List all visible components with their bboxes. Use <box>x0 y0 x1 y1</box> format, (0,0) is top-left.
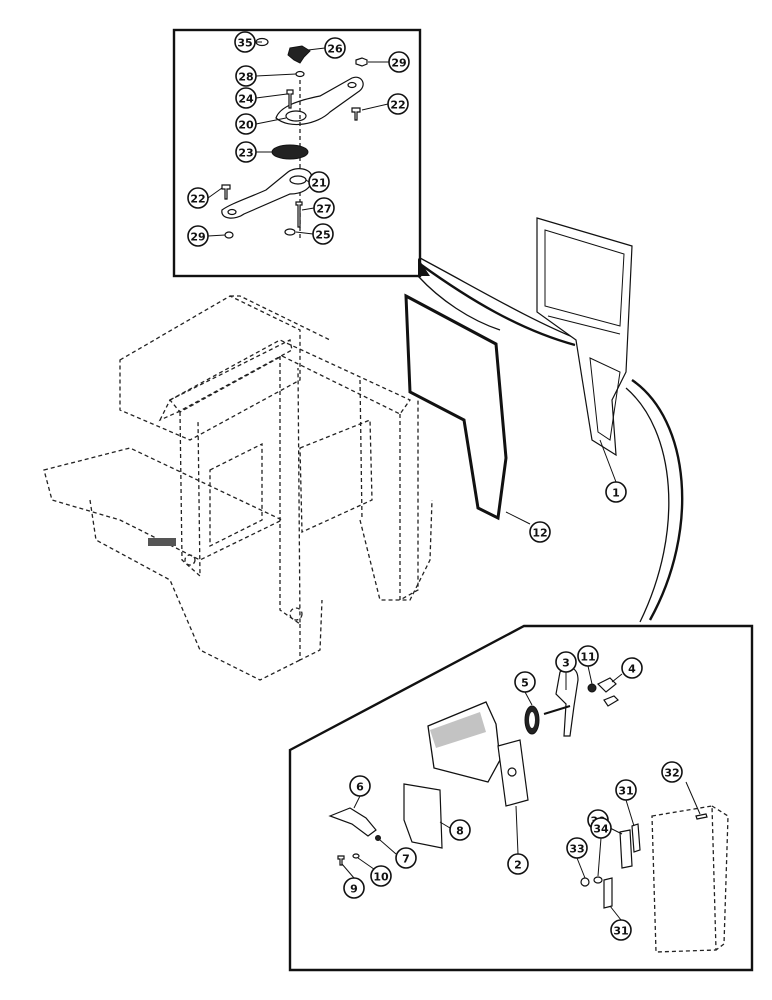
svg-text:4: 4 <box>628 663 636 676</box>
knob-icon <box>287 45 311 64</box>
svg-text:31: 31 <box>613 925 628 938</box>
callout-layer: 35 26 29 28 24 22 20 23 21 22 27 29 25 1… <box>187 31 701 941</box>
svg-text:6: 6 <box>356 781 364 794</box>
callout-25: 25 <box>312 223 334 245</box>
svg-text:5: 5 <box>521 677 529 690</box>
latch-detail-inset <box>288 624 754 972</box>
lower-leader-curves <box>625 379 684 623</box>
callout-29-upper: 29 <box>388 51 410 73</box>
callout-27: 27 <box>313 197 335 219</box>
callout-29-lower: 29 <box>187 225 209 247</box>
callout-12: 12 <box>529 521 551 543</box>
callout-8: 8 <box>449 819 471 841</box>
callout-5: 5 <box>514 671 536 693</box>
callout-26: 26 <box>324 37 346 59</box>
callout-34: 34 <box>590 817 612 839</box>
callout-35: 35 <box>234 31 256 53</box>
callout-4: 4 <box>621 657 643 679</box>
callout-31-upper: 31 <box>615 779 637 801</box>
svg-text:1: 1 <box>612 487 620 500</box>
callout-7: 7 <box>395 847 417 869</box>
callout-23: 23 <box>235 141 257 163</box>
svg-text:26: 26 <box>327 43 343 56</box>
svg-text:22: 22 <box>390 99 405 112</box>
svg-text:33: 33 <box>569 843 584 856</box>
callout-28: 28 <box>235 65 257 87</box>
callout-33: 33 <box>566 837 588 859</box>
svg-text:8: 8 <box>456 825 464 838</box>
svg-text:12: 12 <box>532 527 547 540</box>
svg-text:9: 9 <box>350 883 358 896</box>
callout-6: 6 <box>349 775 371 797</box>
svg-text:20: 20 <box>238 119 254 132</box>
callout-31-lower: 31 <box>610 919 632 941</box>
svg-text:32: 32 <box>664 767 679 780</box>
callout-21: 21 <box>308 171 330 193</box>
svg-text:31: 31 <box>618 785 633 798</box>
svg-text:35: 35 <box>237 37 252 50</box>
callout-20: 20 <box>235 113 257 135</box>
svg-text:34: 34 <box>593 823 609 836</box>
svg-text:29: 29 <box>190 231 205 244</box>
callout-2: 2 <box>507 853 529 875</box>
callout-11: 11 <box>577 645 599 667</box>
svg-text:3: 3 <box>562 657 570 670</box>
svg-text:11: 11 <box>580 651 595 664</box>
door-assembly <box>536 217 633 457</box>
svg-text:24: 24 <box>238 93 254 106</box>
svg-text:10: 10 <box>373 871 389 884</box>
callout-22-upper: 22 <box>387 93 409 115</box>
svg-text:22: 22 <box>190 193 205 206</box>
tractor-cab-outline <box>43 295 433 681</box>
callout-10: 10 <box>370 865 392 887</box>
callout-32: 32 <box>661 761 683 783</box>
callout-22-lower: 22 <box>187 187 209 209</box>
window-glass <box>404 293 508 521</box>
svg-text:25: 25 <box>315 229 330 242</box>
svg-text:2: 2 <box>514 859 522 872</box>
inset-leader-curves <box>417 257 581 347</box>
svg-text:27: 27 <box>316 203 331 216</box>
callout-3: 3 <box>555 651 577 673</box>
svg-text:23: 23 <box>238 147 253 160</box>
hinge-detail-inset <box>172 28 422 278</box>
callout-1: 1 <box>605 481 627 503</box>
callout-9: 9 <box>343 877 365 899</box>
svg-text:21: 21 <box>311 177 326 190</box>
svg-text:7: 7 <box>402 853 410 866</box>
callout-24: 24 <box>235 87 257 109</box>
svg-text:29: 29 <box>391 57 406 70</box>
svg-text:28: 28 <box>238 71 253 84</box>
